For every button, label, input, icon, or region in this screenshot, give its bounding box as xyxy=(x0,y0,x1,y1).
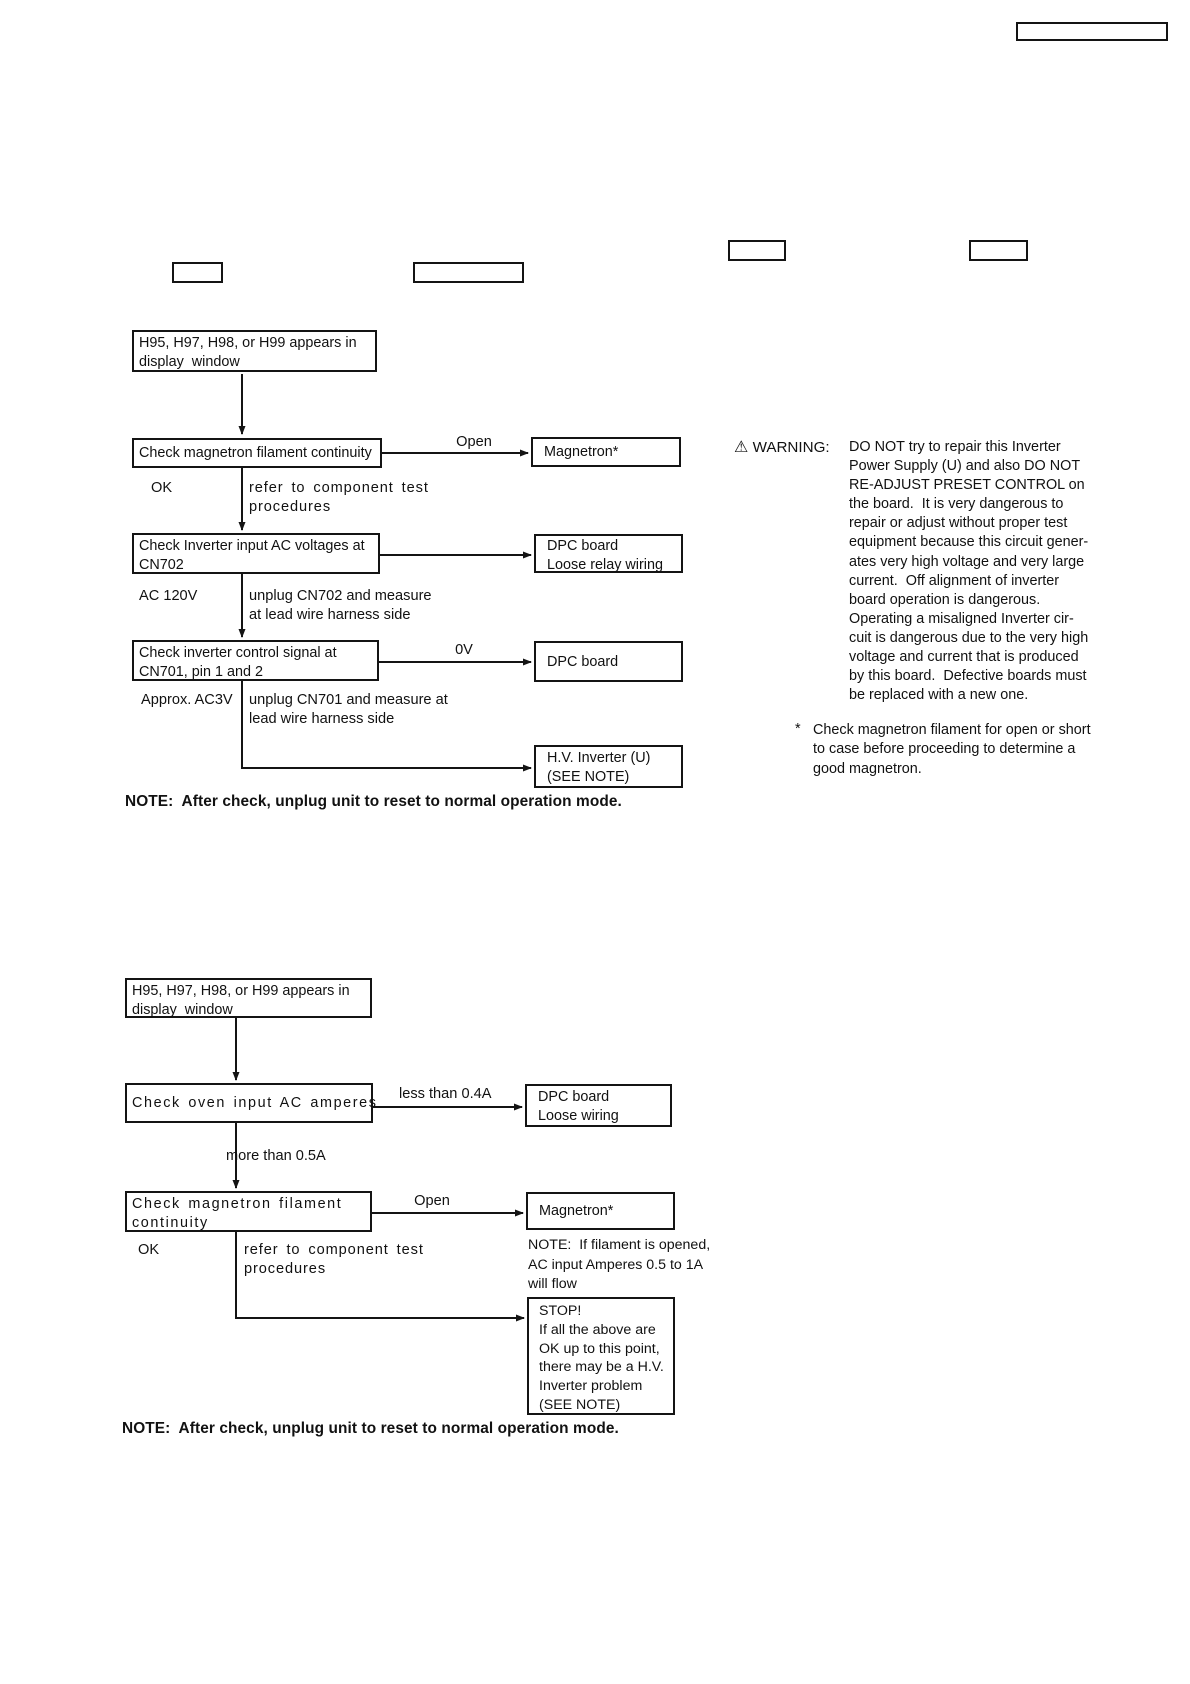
fc2-open-label: Open xyxy=(414,1193,450,1209)
warning-triangle-icon: ⚠ xyxy=(734,439,749,456)
fc2-filament-note: NOTE: If filament is opened, AC input Am… xyxy=(528,1237,711,1293)
fc2-dpc-loose-wiring-node: DPC board Loose wiring xyxy=(525,1084,672,1127)
fc2-check-oven-amperes-node: Check oven input AC amperes xyxy=(125,1083,376,1123)
fc1-refer-note: refer to component test procedures xyxy=(249,480,429,515)
fc1-unplug-cn702-note: unplug CN702 and measure at lead wire ha… xyxy=(249,588,432,623)
fc1-note-line: NOTE: After check, unplug unit to reset … xyxy=(125,793,622,810)
fc2-refer-note: refer to component test procedures xyxy=(244,1242,424,1277)
fc1-ac120v-label: AC 120V xyxy=(139,588,198,604)
footnote-text: Check magnetron filament for open or sho… xyxy=(813,722,1091,777)
fc2-magnetron-node: Magnetron* xyxy=(526,1192,675,1230)
fc1-hv-inverter-node: H.V. Inverter (U) (SEE NOTE) xyxy=(534,745,683,788)
fc1-approx-ac3v-label: Approx. AC3V xyxy=(141,692,233,708)
fc2-start-node: H95, H97, H98, or H99 appears in display… xyxy=(125,978,372,1018)
fc1-check-inverter-input-node: Check Inverter input AC voltages at CN70… xyxy=(132,533,380,574)
fc1-check-control-signal-node: Check inverter control signal at CN701, … xyxy=(132,640,379,681)
fc1-start-node: H95, H97, H98, or H99 appears in display… xyxy=(132,330,377,372)
fc2-ok-label: OK xyxy=(138,1242,160,1258)
fc1-magnetron-node: Magnetron* xyxy=(531,437,681,467)
footnote-marker: * xyxy=(795,721,801,737)
blank-box-1 xyxy=(728,240,786,261)
blank-header-box xyxy=(1016,22,1168,41)
blank-box-2 xyxy=(969,240,1028,261)
fc2-less-than-label: less than 0.4A xyxy=(399,1086,492,1102)
fc1-dpc-board-node: DPC board xyxy=(534,641,683,682)
fc2-note-line: NOTE: After check, unplug unit to reset … xyxy=(122,1420,619,1437)
fc1-dpc-loose-relay-node: DPC board Loose relay wiring xyxy=(534,534,683,573)
fc1-open-label: Open xyxy=(456,434,492,450)
fc2-more-than-label: more than 0.5A xyxy=(226,1148,326,1164)
blank-box-3 xyxy=(172,262,223,283)
fc1-check-magnetron-node: Check magnetron filament continuity xyxy=(132,438,382,468)
fc1-unplug-cn701-note: unplug CN701 and measure at lead wire ha… xyxy=(249,692,448,727)
warning-header: ⚠ WARNING: xyxy=(734,437,830,457)
fc1-0v-label: 0V xyxy=(455,642,473,658)
fc2-check-magnetron-node: Check magnetron filament continuity xyxy=(125,1191,372,1232)
blank-box-4 xyxy=(413,262,524,283)
warning-text: DO NOT try to repair this Inverter Power… xyxy=(849,439,1089,704)
warning-label: WARNING: xyxy=(748,439,830,456)
fc2-stop-node: STOP! If all the above are OK up to this… xyxy=(527,1297,675,1415)
fc1-ok-label: OK xyxy=(151,480,173,496)
